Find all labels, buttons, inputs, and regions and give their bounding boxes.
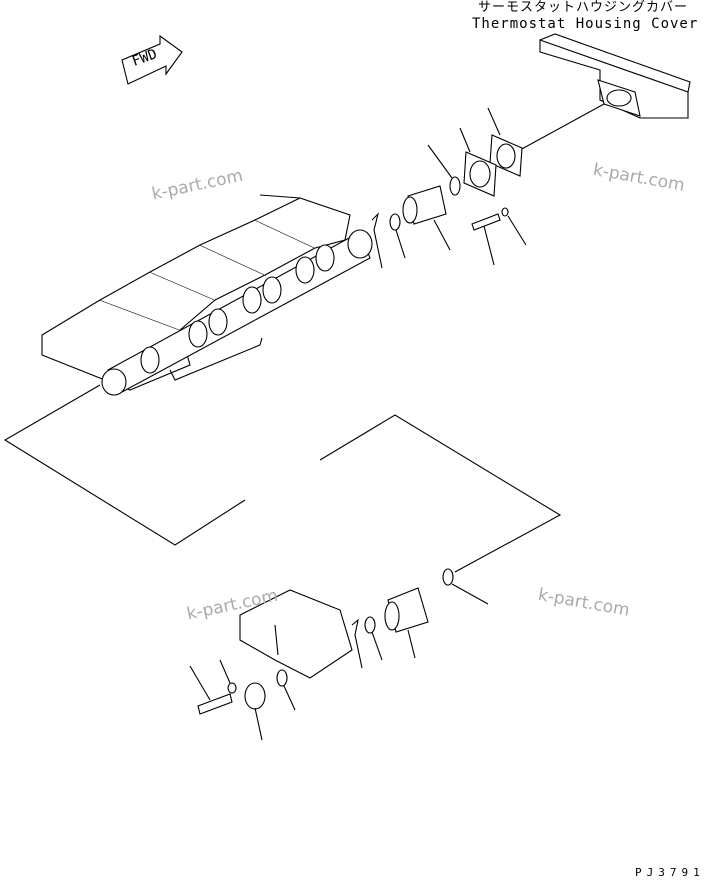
lower-thermostat-sleeve [351, 568, 489, 669]
part-label-japanese: サーモスタットハウジングカバー [478, 0, 689, 15]
part-label: サーモスタットハウジングカバー Thermostat Housing Cover [472, 0, 698, 32]
lower-plug-parts [189, 659, 296, 741]
housing-plate [459, 127, 497, 197]
bolt-upper [471, 207, 527, 266]
drawing-number: PJ37919 [635, 866, 705, 879]
gasket [487, 107, 523, 177]
part-label-english: Thermostat Housing Cover [472, 16, 699, 32]
exhaust-manifold [41, 194, 373, 396]
o-ring-upper [389, 144, 461, 259]
clip-upper [371, 212, 383, 269]
connection-line-left [3, 384, 246, 546]
lower-housing [239, 589, 353, 679]
thermostat-housing-cover [519, 33, 691, 151]
thermostat-sleeve [402, 185, 451, 251]
fwd-arrow-icon [121, 34, 183, 85]
connection-line-right [319, 414, 562, 573]
